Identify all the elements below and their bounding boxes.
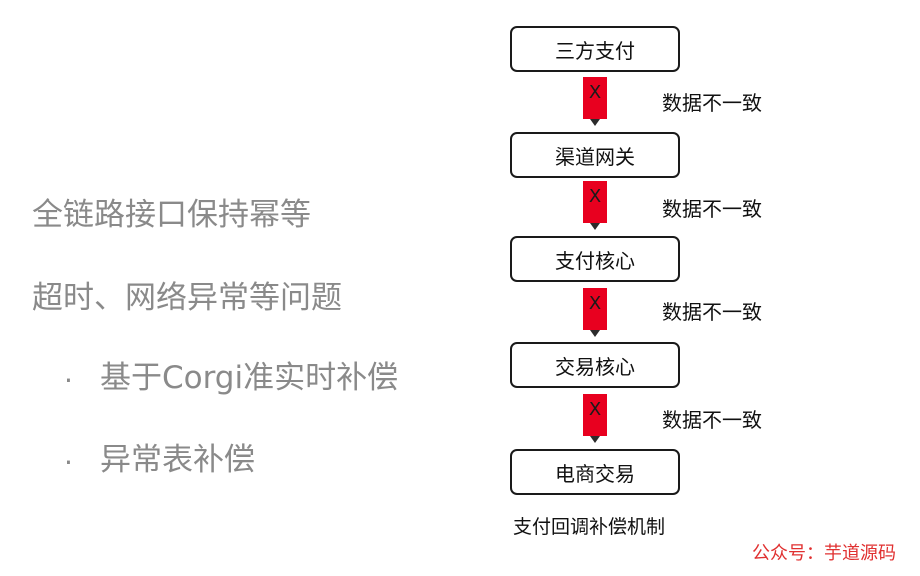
- edge-label-2: 数据不一致: [662, 197, 762, 221]
- node-label: 三方支付: [555, 38, 635, 63]
- edge-label-1: 数据不一致: [662, 91, 762, 115]
- point-timeout-network: 超时、网络异常等问题: [32, 280, 342, 316]
- diagram-caption: 支付回调补偿机制: [513, 516, 666, 538]
- arrow-down-icon: [590, 436, 600, 443]
- edge-connector-1: X: [583, 77, 607, 126]
- x-mark-icon: X: [588, 399, 602, 420]
- node-label: 电商交易: [555, 461, 635, 486]
- node-third-party-payment: 三方支付: [510, 26, 680, 72]
- x-mark-icon: X: [588, 82, 602, 103]
- bullet-exception-table: 异常表补偿: [100, 442, 255, 478]
- edge-label-3: 数据不一致: [662, 300, 762, 324]
- arrow-down-icon: [590, 223, 600, 230]
- x-mark-icon: X: [588, 186, 602, 207]
- arrow-down-icon: [590, 119, 600, 126]
- node-channel-gateway: 渠道网关: [510, 132, 680, 178]
- bullet-marker-1: ·: [64, 364, 73, 397]
- point-idempotency: 全链路接口保持幂等: [32, 197, 311, 233]
- x-mark-icon: X: [588, 293, 602, 314]
- node-label: 支付核心: [555, 248, 635, 273]
- edge-connector-2: X: [583, 181, 607, 230]
- edge-connector-4: X: [583, 394, 607, 443]
- arrow-down-icon: [590, 330, 600, 337]
- node-trade-core: 交易核心: [510, 342, 680, 388]
- node-label: 交易核心: [555, 354, 635, 379]
- node-payment-core: 支付核心: [510, 236, 680, 282]
- bullet-corgi-compensation: 基于Corgi准实时补偿: [100, 360, 399, 396]
- watermark-text: 公众号：芋道源码: [752, 543, 896, 564]
- node-label: 渠道网关: [555, 144, 635, 169]
- edge-label-4: 数据不一致: [662, 408, 762, 432]
- node-ecommerce-trade: 电商交易: [510, 449, 680, 495]
- bullet-marker-2: ·: [64, 446, 73, 479]
- edge-connector-3: X: [583, 288, 607, 337]
